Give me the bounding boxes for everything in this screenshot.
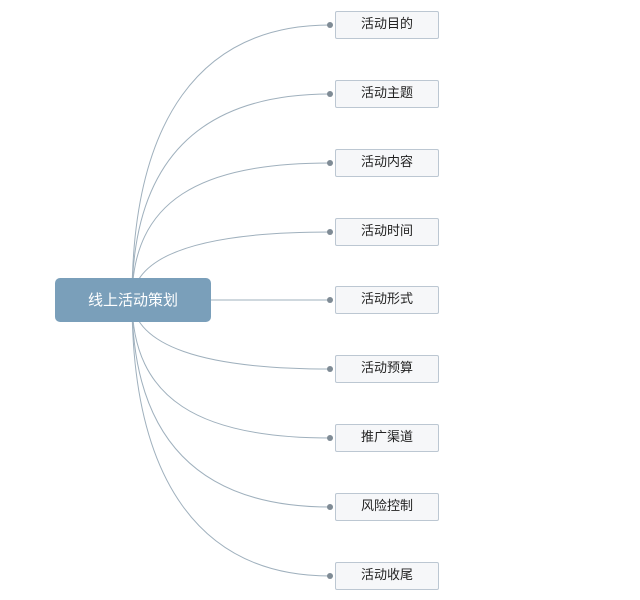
subtopic-node-content[interactable]: 活动内容 xyxy=(335,149,439,177)
subtopic-node-budget[interactable]: 活动预算 xyxy=(335,355,439,383)
subtopic-node-time[interactable]: 活动时间 xyxy=(335,218,439,246)
connector-line xyxy=(131,162,331,301)
connector-dot xyxy=(327,435,333,441)
root-topic-node[interactable]: 线上活动策划 xyxy=(55,278,211,322)
subtopic-node-wrap-up[interactable]: 活动收尾 xyxy=(335,562,439,590)
connector-dot xyxy=(327,504,333,510)
connector-dot xyxy=(327,366,333,372)
connector-dot xyxy=(327,297,333,303)
subtopic-node-risk-control[interactable]: 风险控制 xyxy=(335,493,439,521)
subtopic-node-format[interactable]: 活动形式 xyxy=(335,286,439,314)
connector-dot xyxy=(327,22,333,28)
connector-line xyxy=(131,24,331,301)
connector-line xyxy=(131,299,331,508)
connector-line xyxy=(131,299,331,439)
connector-dot xyxy=(327,229,333,235)
connector-dot xyxy=(327,91,333,97)
subtopic-node-channels[interactable]: 推广渠道 xyxy=(335,424,439,452)
subtopic-node-purpose[interactable]: 活动目的 xyxy=(335,11,439,39)
connector-dot xyxy=(327,160,333,166)
connector-line xyxy=(131,93,331,301)
connector-dot xyxy=(327,573,333,579)
connector-line xyxy=(131,299,331,577)
subtopic-node-theme[interactable]: 活动主题 xyxy=(335,80,439,108)
